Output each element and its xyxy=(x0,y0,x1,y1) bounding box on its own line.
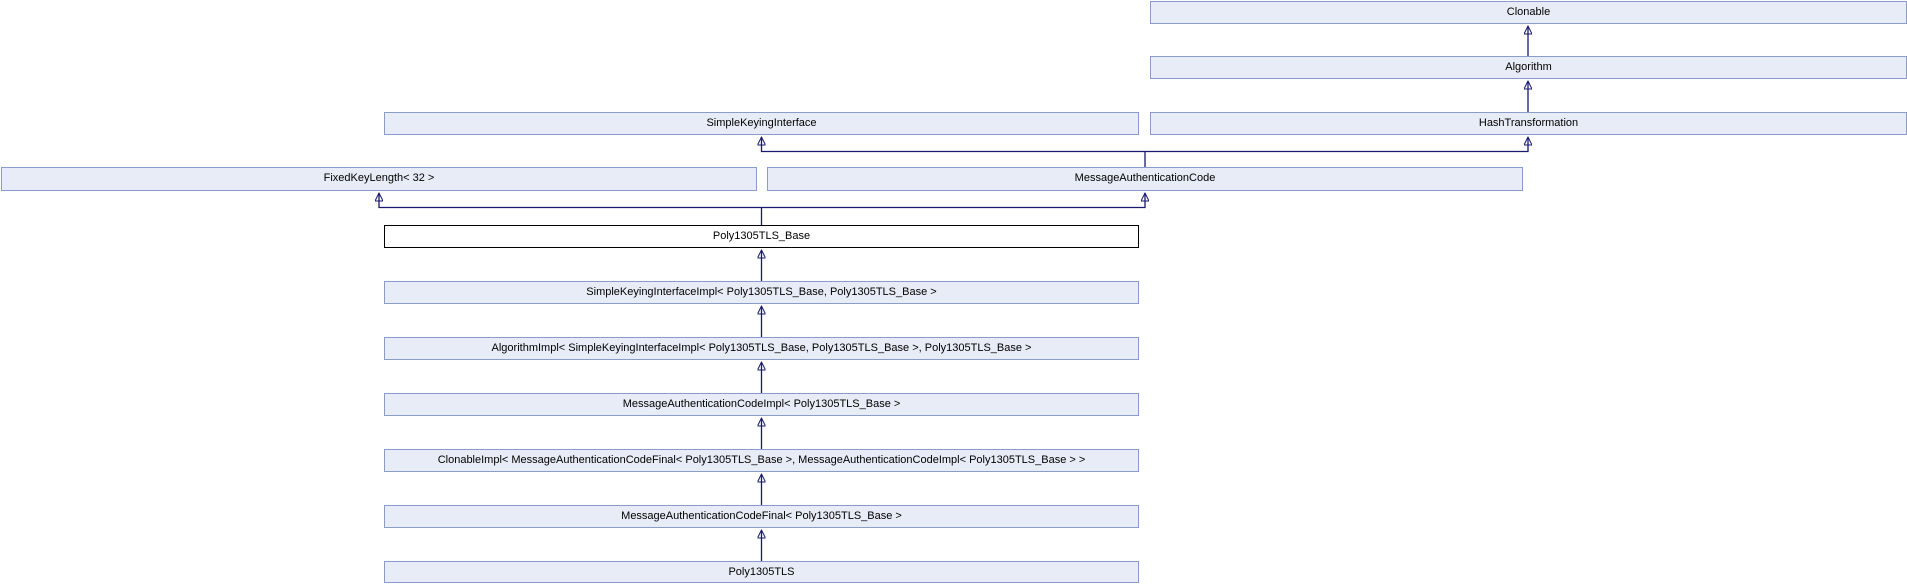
class-node-clonable-impl[interactable]: ClonableImpl< MessageAuthenticationCodeF… xyxy=(384,449,1139,472)
class-node-poly1305tls[interactable]: Poly1305TLS xyxy=(384,561,1139,583)
edge-mac-to-simplekeyinginterface xyxy=(762,137,1146,167)
class-node-simple-keying-interface[interactable]: SimpleKeyingInterface xyxy=(384,112,1139,135)
class-node-message-authentication-code-final[interactable]: MessageAuthenticationCodeFinal< Poly1305… xyxy=(384,505,1139,528)
edge-base-to-mac xyxy=(761,193,1146,209)
class-node-fixed-key-length-32[interactable]: FixedKeyLength< 32 > xyxy=(1,167,757,191)
class-node-clonable[interactable]: Clonable xyxy=(1150,1,1907,24)
class-node-simple-keying-interface-impl[interactable]: SimpleKeyingInterfaceImpl< Poly1305TLS_B… xyxy=(384,281,1139,304)
class-node-poly1305tls-base: Poly1305TLS_Base xyxy=(384,225,1139,248)
edge-base-to-fixedkeylength xyxy=(379,193,763,225)
class-node-message-authentication-code-impl[interactable]: MessageAuthenticationCodeImpl< Poly1305T… xyxy=(384,393,1139,416)
edge-mac-to-hashtransformation xyxy=(1145,137,1528,153)
class-node-hash-transformation[interactable]: HashTransformation xyxy=(1150,112,1907,135)
class-node-message-authentication-code[interactable]: MessageAuthenticationCode xyxy=(767,167,1523,191)
class-node-algorithm[interactable]: Algorithm xyxy=(1150,56,1907,79)
class-node-algorithm-impl[interactable]: AlgorithmImpl< SimpleKeyingInterfaceImpl… xyxy=(384,337,1139,360)
